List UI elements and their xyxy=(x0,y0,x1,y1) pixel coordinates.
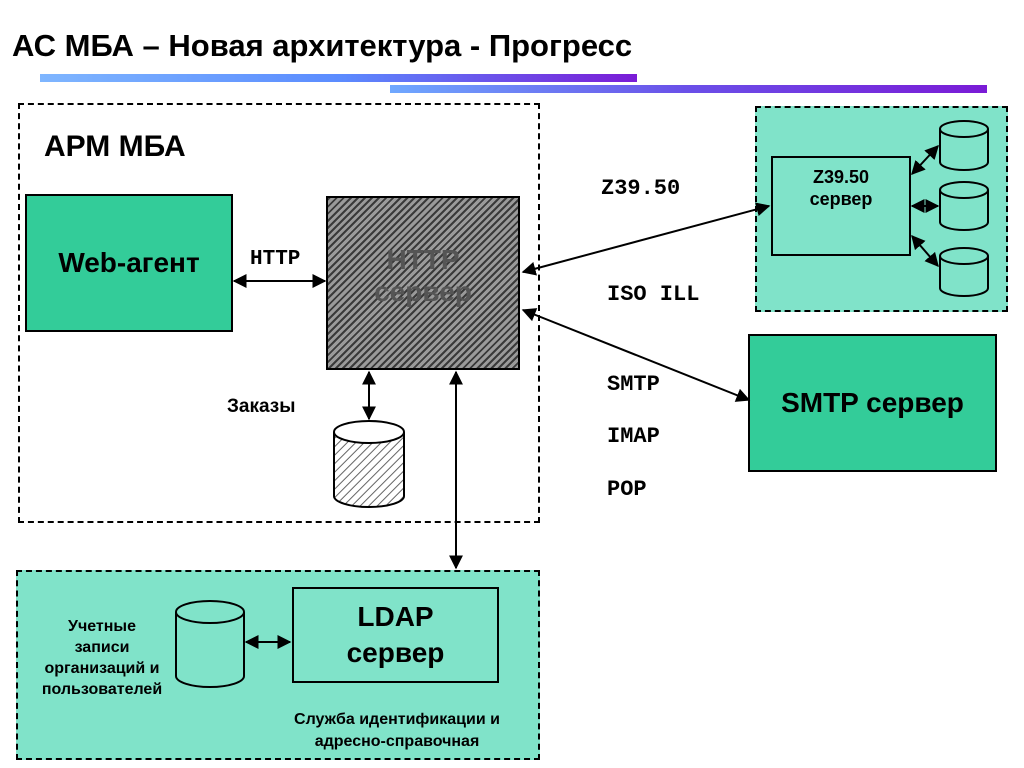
z3950-database-2-icon xyxy=(939,181,989,231)
ldap-service-line1: Служба идентификации и xyxy=(294,711,500,728)
ldap-service-line2: адресно-справочная xyxy=(314,733,480,750)
accounts-line2: записи xyxy=(74,639,130,656)
orders-database-icon xyxy=(333,420,405,508)
protocol-pop: POP xyxy=(607,477,647,502)
ldap-server-box: LDAP сервер xyxy=(292,587,499,683)
ldap-server-line1: LDAP xyxy=(357,601,434,632)
accounts-line4: пользователей xyxy=(41,681,163,698)
protocol-iso-ill: ISO ILL xyxy=(607,282,700,307)
accounts-label: Учетные записи организаций и пользовател… xyxy=(24,616,180,700)
title-underline-bar-bottom xyxy=(390,85,987,93)
protocol-z3950: Z39.50 xyxy=(601,176,681,201)
protocol-imap: IMAP xyxy=(607,424,660,449)
smtp-server-label: SMTP сервер xyxy=(781,387,964,418)
z3950-database-3-icon xyxy=(939,247,989,297)
arrow-z3950-db3 xyxy=(911,234,939,268)
orders-label: Заказы xyxy=(227,396,296,417)
arrow-http-z3950 xyxy=(521,202,771,276)
title-underline-bar-top xyxy=(40,74,637,82)
z3950-server-box: Z39.50 сервер xyxy=(771,156,911,256)
arm-mba-title: АРМ МБА xyxy=(44,130,186,163)
web-agent-box: Web-агент xyxy=(25,194,233,332)
smtp-server-box: SMTP сервер xyxy=(748,334,997,472)
arrow-z3950-db1 xyxy=(911,144,939,176)
ldap-service-caption: Служба идентификации и адресно-справочна… xyxy=(262,709,532,753)
web-agent-label: Web-агент xyxy=(58,247,200,278)
accounts-line1: Учетные xyxy=(68,618,136,635)
http-server-line2: сервер xyxy=(374,276,472,307)
z3950-database-1-icon xyxy=(939,120,989,171)
ldap-server-line2: сервер xyxy=(346,637,445,668)
accounts-line3: организаций и xyxy=(44,660,160,677)
arrow-http-smtp xyxy=(521,308,751,402)
page-title: АС МБА – Новая архитектура - Прогресс xyxy=(12,28,633,63)
z3950-server-line1: Z39.50 xyxy=(812,167,870,187)
http-server-box: HTTP сервер xyxy=(326,196,520,370)
ldap-region xyxy=(16,570,540,760)
z3950-server-line2: сервер xyxy=(809,189,873,209)
http-server-line1: HTTP xyxy=(386,244,460,275)
http-link-label: HTTP xyxy=(250,248,301,271)
accounts-database-icon xyxy=(175,600,245,688)
